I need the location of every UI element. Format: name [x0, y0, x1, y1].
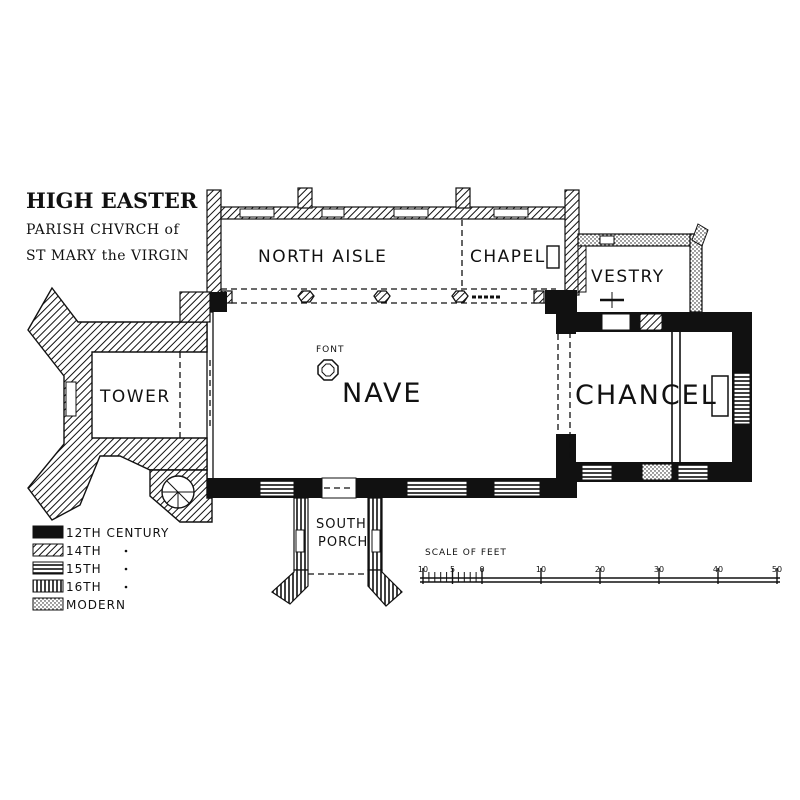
south-porch-walls [271, 497, 403, 607]
legend-14th: 14TH [66, 544, 102, 558]
legend-16th: 16TH [66, 580, 102, 594]
tower-label: TOWER [99, 387, 171, 407]
south-porch-label-1: SOUTH [316, 517, 367, 532]
title-line-3: ST MARY the VIRGIN [26, 248, 189, 264]
vestry-walls [577, 223, 709, 313]
legend-15th: 15TH [66, 562, 102, 576]
scale-tick-label: 40 [713, 565, 723, 574]
scale-tick-label: 50 [772, 565, 782, 574]
vestry-label: VESTRY [591, 267, 665, 287]
south-porch-label-2: PORCH [318, 535, 368, 550]
font-label: FONT [316, 345, 345, 355]
arcade-piers [221, 290, 545, 304]
tower-walls [27, 286, 213, 523]
title-line-2: PARISH CHVRCH of [26, 222, 180, 238]
scale-tick-label: 20 [595, 565, 605, 574]
chancel-walls [569, 312, 752, 482]
font-symbol [317, 359, 339, 381]
chapel-label: CHAPEL [470, 247, 546, 267]
title-line-1: HIGH EASTER [26, 188, 198, 213]
legend: 12TH CENTURY 14TH 15TH 16TH MODERN [32, 525, 169, 612]
legend-modern: MODERN [66, 598, 126, 612]
scale-ticks [422, 568, 778, 584]
scale-tick-label: 5 [450, 565, 455, 574]
legend-12th: 12TH CENTURY [66, 526, 169, 540]
north-aisle-label: NORTH AISLE [258, 247, 387, 267]
chancel-label: CHANCEL [575, 380, 718, 411]
scale-tick-label: 0 [479, 565, 484, 574]
north-aisle-walls [206, 187, 580, 296]
scale-tick-label: 30 [654, 565, 664, 574]
scale-title: SCALE OF FEET [425, 548, 507, 558]
plan-title: HIGH EASTER PARISH CHVRCH of ST MARY the… [26, 188, 198, 264]
nave-label: NAVE [342, 378, 422, 409]
scale-tick-label: 10 [418, 565, 428, 574]
scale-tick-label: 10 [536, 565, 546, 574]
